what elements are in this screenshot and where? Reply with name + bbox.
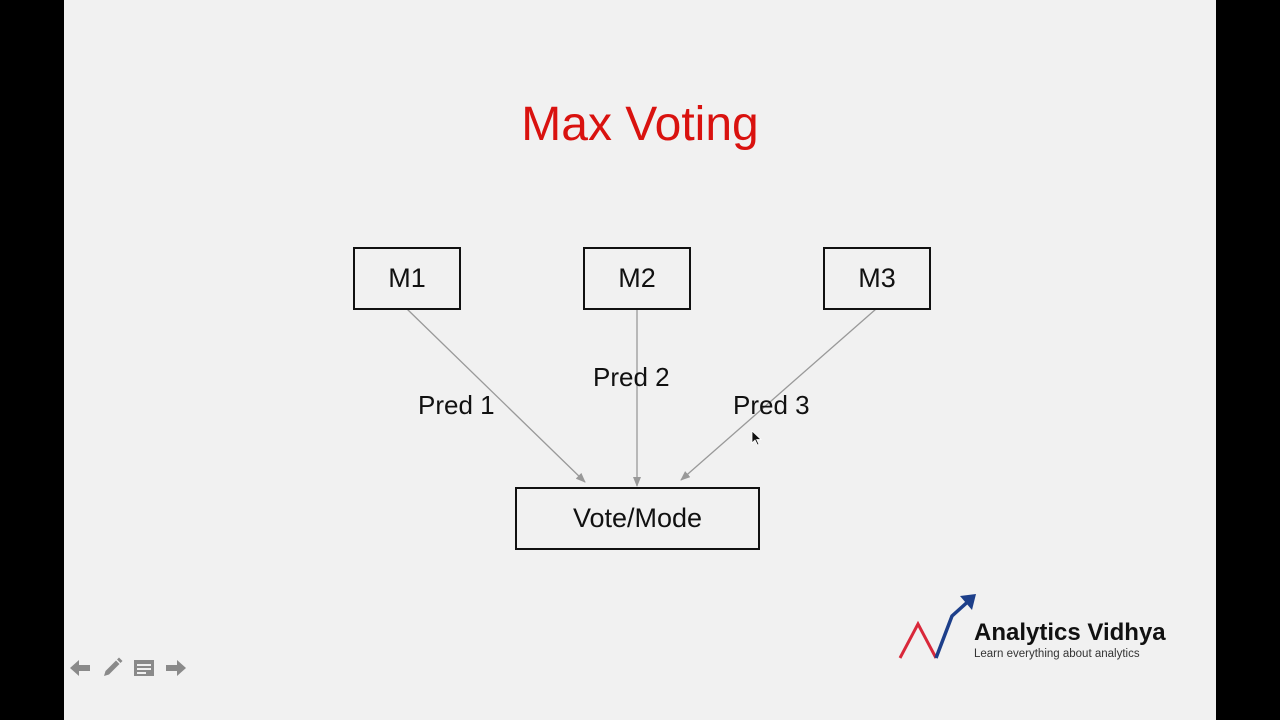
- pencil-icon: [104, 657, 123, 676]
- model-box-m1: M1: [353, 247, 461, 310]
- logo-mark-icon: [898, 594, 976, 659]
- previous-slide-button[interactable]: [68, 656, 92, 680]
- edge-label-pred-3: Pred 3: [733, 390, 810, 420]
- edge-label-pred-1: Pred 1: [418, 390, 495, 420]
- analytics-vidhya-logo: Analytics Vidhya Learn everything about …: [898, 592, 1198, 664]
- slide: Max Voting M1 M2 M3 Vote/Mode Pred 1 Pre…: [64, 0, 1216, 720]
- vote-mode-box: Vote/Mode: [515, 487, 760, 550]
- mouse-cursor-icon: [751, 430, 763, 446]
- slide-title: Max Voting: [521, 98, 759, 151]
- next-slide-button[interactable]: [164, 656, 188, 680]
- logo-tagline: Learn everything about analytics: [974, 648, 1140, 660]
- logo-name: Analytics Vidhya: [974, 619, 1166, 646]
- notes-icon: [134, 660, 154, 676]
- model-box-m3: M3: [823, 247, 931, 310]
- arrow-left-icon: [70, 660, 90, 676]
- edge-pred-3-arrow: [680, 308, 877, 481]
- diagram-edges: [406, 308, 877, 487]
- pen-tool-button[interactable]: [100, 656, 124, 680]
- slide-toolbar: [68, 654, 188, 682]
- notes-button[interactable]: [132, 656, 156, 680]
- arrow-right-icon: [166, 660, 186, 676]
- edge-label-pred-2: Pred 2: [593, 362, 670, 392]
- model-box-m2: M2: [583, 247, 691, 310]
- edge-pred-1-arrow: [406, 308, 586, 483]
